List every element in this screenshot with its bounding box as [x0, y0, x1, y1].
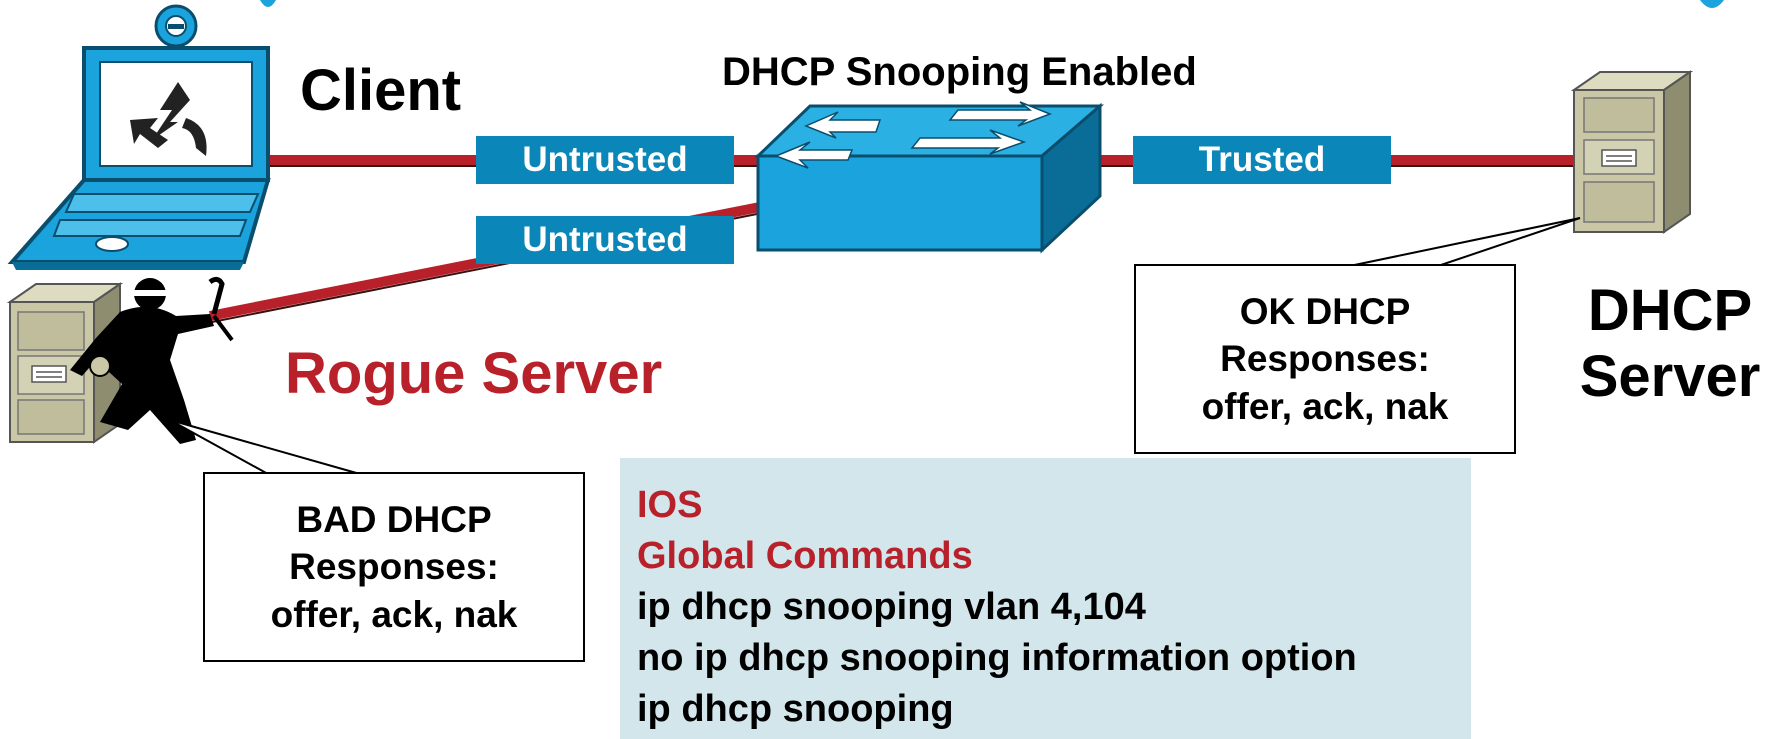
ios-config-box: IOS Global Commands ip dhcp snooping vla…: [620, 458, 1471, 739]
ios-command-line: no ip dhcp snooping information option: [637, 636, 1357, 679]
ios-command-line: ip dhcp snooping: [637, 687, 954, 730]
bad-callout-pointer: [169, 419, 361, 475]
server-port-badge: Trusted: [1133, 136, 1391, 184]
ok-responses-callout: OK DHCP Responses: offer, ack, nak: [1134, 264, 1516, 454]
dhcp-server-label-line2: Server: [1579, 343, 1761, 409]
ios-platform-heading: IOS: [637, 484, 703, 526]
client-port-badge: Untrusted: [476, 136, 734, 184]
server-tower-icon: [1570, 70, 1694, 234]
laptop-icon: [7, 4, 271, 270]
callout-line: OK DHCP: [1239, 290, 1411, 332]
switch-status-label: DHCP Snooping Enabled: [722, 50, 1197, 94]
callout-line: offer, ack, nak: [1201, 385, 1449, 427]
ios-section-heading: Global Commands: [637, 534, 973, 577]
rogue-port-badge: Untrusted: [476, 216, 734, 264]
dhcp-server-label-line1: DHCP: [1587, 278, 1753, 343]
callout-line: Responses:: [289, 546, 499, 588]
hacker-icon: [6, 276, 234, 444]
rogue-server-label: Rogue Server: [285, 341, 663, 406]
dhcp-server-label: DHCP Server: [1570, 278, 1770, 409]
bad-responses-callout: BAD DHCP Responses: offer, ack, nak: [203, 472, 585, 662]
switch-icon: [754, 101, 1105, 254]
ios-command-line: ip dhcp snooping vlan 4,104: [637, 585, 1146, 628]
callout-line: Responses:: [1220, 338, 1430, 380]
ok-callout-pointer: [1339, 217, 1581, 269]
callout-line: offer, ack, nak: [270, 593, 518, 635]
callout-line: BAD DHCP: [296, 498, 492, 540]
client-label: Client: [300, 58, 462, 123]
